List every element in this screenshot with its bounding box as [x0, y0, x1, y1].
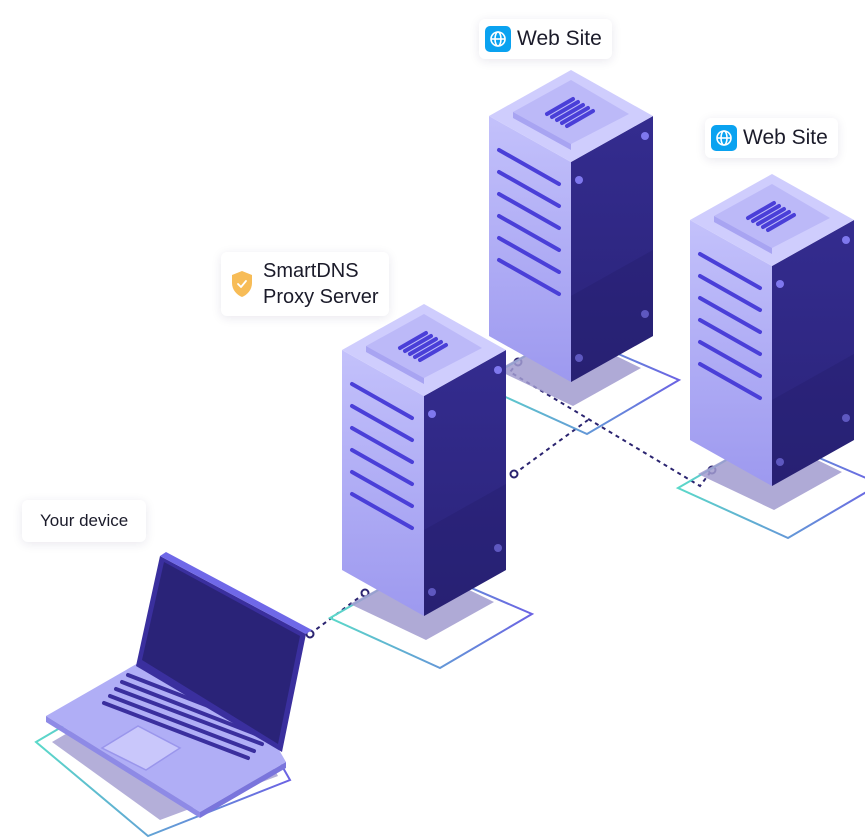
website-server-1 [475, 68, 681, 436]
your-device-text: Your device [40, 511, 129, 530]
proxy-title: SmartDNS [263, 260, 359, 282]
proxy-subtitle: Proxy Server [263, 286, 379, 308]
globe-icon [711, 125, 737, 151]
your-device-label: Your device [22, 500, 147, 542]
node-dot [509, 469, 519, 479]
web-site-label-2: Web Site [705, 118, 838, 158]
web-site-text-2: Web Site [743, 126, 828, 149]
website-server-2 [676, 172, 865, 540]
shield-check-icon [232, 271, 252, 297]
laptop [34, 552, 312, 838]
connector-proxy-website [513, 419, 589, 475]
web-site-label-1: Web Site [479, 19, 612, 59]
proxy-server-label: SmartDNS Proxy Server [221, 252, 389, 316]
globe-icon [485, 26, 511, 52]
web-site-text-1: Web Site [517, 27, 602, 50]
proxy-server [328, 302, 534, 670]
connector-website-website [508, 361, 713, 488]
